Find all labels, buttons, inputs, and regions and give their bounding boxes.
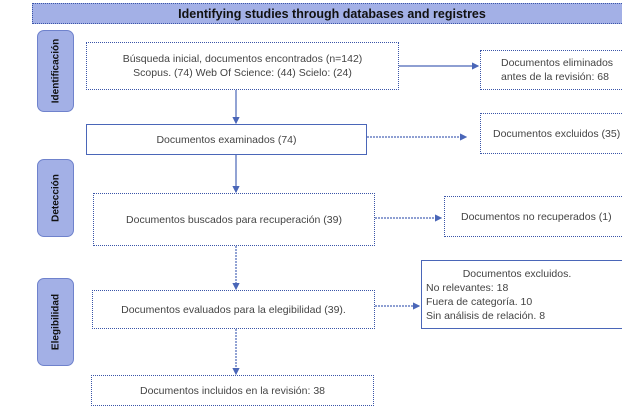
box-excluded-reasons: Documentos excluidos. No relevantes: 18 … — [421, 260, 622, 329]
box-text: Documentos excluidos (35) — [493, 127, 621, 140]
phase-eligibility: Elegibilidad — [37, 278, 74, 366]
box-line: antes de la revisión: 68 — [501, 71, 609, 83]
phase-label: Identificación — [50, 38, 61, 104]
header-title: Identifying studies through databases an… — [178, 6, 486, 21]
box-removed-before-review: Documentos eliminados antes de la revisi… — [480, 50, 622, 90]
box-title: Documentos excluidos. — [462, 268, 572, 280]
box-text: Documentos no recuperados (1) — [461, 210, 612, 223]
box-text: Documentos buscados para recuperación (3… — [126, 213, 342, 226]
reason-item: No relevantes: 18 — [426, 282, 509, 294]
phase-label: Elegibilidad — [50, 293, 61, 351]
box-assessed-eligibility: Documentos evaluados para la elegibilida… — [92, 290, 375, 329]
box-included: Documentos incluidos en la revisión: 38 — [91, 375, 374, 406]
box-text: Documentos incluidos en la revisión: 38 — [139, 384, 326, 397]
box-sought-retrieval: Documentos buscados para recuperación (3… — [93, 193, 375, 246]
phase-identification: Identificación — [37, 30, 74, 112]
box-not-retrieved: Documentos no recuperados (1) — [444, 196, 622, 237]
phase-detection: Detección — [37, 159, 74, 237]
phase-label: Detección — [50, 174, 61, 222]
reason-item: Sin análisis de relación. 8 — [426, 310, 546, 322]
box-screened: Documentos examinados (74) — [86, 124, 367, 155]
box-line: Búsqueda inicial, documentos encontrados… — [122, 53, 363, 65]
box-line: Documentos eliminados — [501, 57, 614, 69]
box-excluded: Documentos excluidos (35) — [480, 113, 622, 154]
box-text: Documentos evaluados para la elegibilida… — [121, 303, 346, 316]
reason-item: Fuera de categoría. 10 — [426, 296, 533, 308]
diagram-header: Identifying studies through databases an… — [32, 3, 622, 24]
box-line: Scopus. (74) Web Of Science: (44) Scielo… — [133, 67, 352, 79]
box-initial-search: Búsqueda inicial, documentos encontrados… — [86, 42, 399, 90]
box-text: Documentos examinados (74) — [156, 133, 297, 146]
